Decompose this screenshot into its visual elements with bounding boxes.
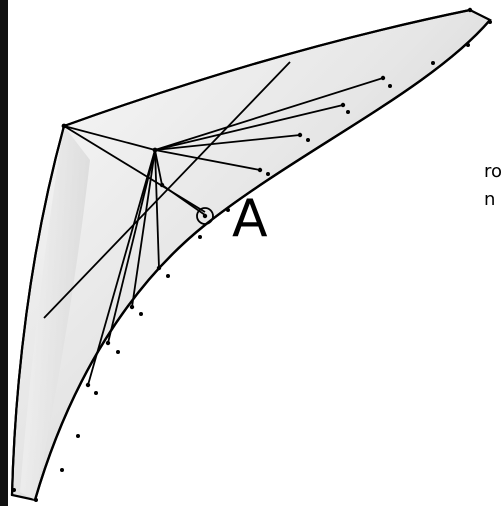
point-a-marker bbox=[196, 207, 214, 225]
left-wing-shade bbox=[20, 126, 90, 500]
trailing-edge bbox=[33, 19, 491, 501]
long-batten-left bbox=[43, 61, 291, 319]
crossbar-line bbox=[63, 125, 156, 151]
side-text-line2: n bbox=[484, 189, 495, 210]
point-a-center bbox=[202, 213, 208, 219]
leading-edge-left bbox=[10, 125, 66, 496]
left-border-bar bbox=[0, 0, 8, 506]
batten-group bbox=[87, 77, 384, 386]
trailing-edge-dots bbox=[12, 20, 492, 502]
leading-edge-right bbox=[63, 8, 471, 128]
point-a-label: A bbox=[232, 189, 268, 249]
side-text-line1: ro bbox=[484, 161, 501, 182]
batten-end-dots bbox=[61, 7, 473, 388]
